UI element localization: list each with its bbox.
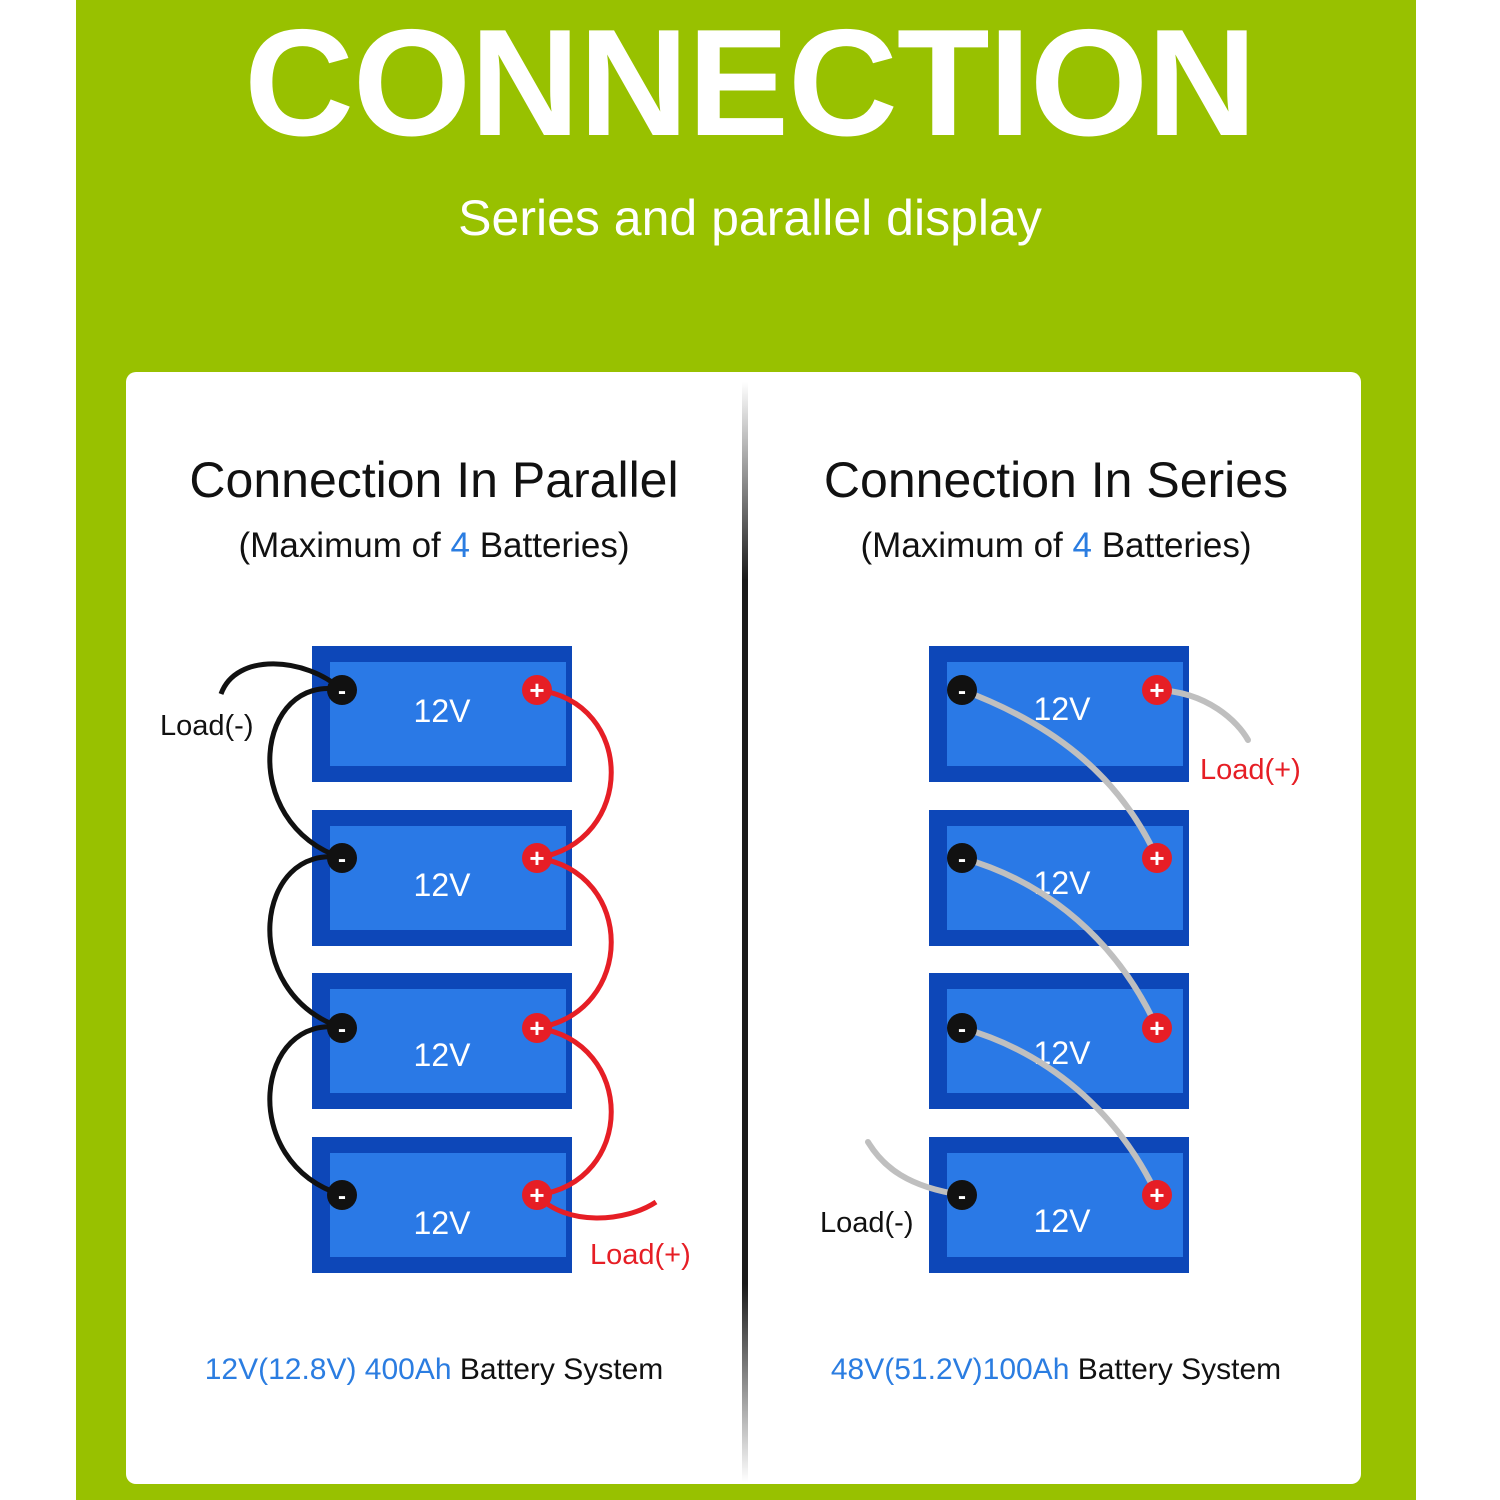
series-system-suffix: Battery System — [1069, 1353, 1282, 1386]
column-divider — [742, 382, 748, 1482]
parallel-system-spec: 12V(12.8V) 400Ah — [204, 1353, 452, 1386]
series-negative-terminal-4: - — [947, 1180, 977, 1210]
positive-symbol: + — [1149, 1013, 1164, 1043]
parallel-battery-count: 4 — [450, 526, 470, 565]
positive-symbol: + — [1149, 843, 1164, 873]
parallel-battery-1-label: 12V — [414, 693, 472, 729]
page-subtitle: Series and parallel display — [458, 190, 1042, 246]
parallel-battery-1: 12V — [312, 646, 572, 782]
series-subtitle: (Maximum of 4 Batteries) — [748, 524, 1361, 568]
series-negative-terminal-3: - — [947, 1013, 977, 1043]
series-diagram: 12V 12V 12V 12V — [820, 646, 1301, 1273]
series-load-negative-label: Load(-) — [820, 1207, 914, 1239]
parallel-battery-3-label: 12V — [414, 1037, 472, 1073]
parallel-battery-2: 12V — [312, 810, 572, 946]
positive-symbol: + — [529, 675, 544, 705]
parallel-column: Connection In Parallel (Maximum of 4 Bat… — [126, 372, 742, 1484]
series-battery-2: 12V — [929, 810, 1189, 946]
series-cables — [865, 687, 1251, 1198]
series-sub-prefix: (Maximum of — [860, 526, 1073, 565]
parallel-negative-terminal-2: - — [327, 843, 357, 873]
series-positive-terminal-1: + — [1142, 675, 1172, 705]
parallel-positive-terminal-4: + — [522, 1180, 552, 1210]
parallel-negative-terminal-4: - — [327, 1180, 357, 1210]
positive-symbol: + — [529, 843, 544, 873]
series-battery-1-label: 12V — [1034, 691, 1092, 727]
parallel-battery-2-label: 12V — [414, 867, 472, 903]
series-positive-terminal-3: + — [1142, 1013, 1172, 1043]
series-system-spec: 48V(51.2V)100Ah — [830, 1353, 1070, 1386]
positive-symbol: + — [1149, 675, 1164, 705]
series-title: Connection In Series — [823, 452, 1289, 508]
parallel-sub-prefix: (Maximum of — [238, 526, 451, 565]
negative-symbol: - — [958, 1016, 966, 1043]
parallel-negative-terminal-3: - — [327, 1013, 357, 1043]
series-positive-terminal-4: + — [1142, 1180, 1172, 1210]
series-negative-terminal-1: - — [947, 675, 977, 705]
parallel-load-negative-label: Load(-) — [160, 710, 254, 742]
parallel-positive-terminal-1: + — [522, 675, 552, 705]
parallel-battery-4-label: 12V — [414, 1205, 472, 1241]
connection-card: Connection In Parallel (Maximum of 4 Bat… — [126, 372, 1361, 1484]
parallel-sub-suffix: Batteries) — [469, 526, 630, 565]
negative-symbol: - — [958, 1183, 966, 1210]
negative-symbol: - — [338, 1016, 346, 1043]
negative-symbol: - — [338, 846, 346, 873]
parallel-footer: 12V(12.8V) 400Ah Battery System — [126, 1350, 742, 1390]
negative-symbol: - — [958, 846, 966, 873]
series-negative-terminal-2: - — [947, 843, 977, 873]
series-sub-suffix: Batteries) — [1091, 526, 1252, 565]
parallel-battery-3: 12V — [312, 973, 572, 1109]
page-title: CONNECTION — [244, 0, 1257, 168]
positive-symbol: + — [1149, 1180, 1164, 1210]
parallel-load-positive-label: Load(+) — [590, 1239, 691, 1271]
negative-symbol: - — [958, 678, 966, 705]
series-column: Connection In Series (Maximum of 4 Batte… — [748, 372, 1361, 1484]
series-battery-4-label: 12V — [1034, 1203, 1092, 1239]
parallel-negative-terminal-1: - — [327, 675, 357, 705]
parallel-negative-cables — [218, 661, 344, 1198]
parallel-diagram: 12V 12V 12V 12V — [160, 646, 691, 1273]
negative-symbol: - — [338, 678, 346, 705]
negative-symbol: - — [338, 1183, 346, 1210]
parallel-subtitle: (Maximum of 4 Batteries) — [126, 524, 742, 568]
parallel-system-suffix: Battery System — [451, 1353, 664, 1386]
series-load-positive-label: Load(+) — [1200, 754, 1301, 786]
parallel-positive-terminal-3: + — [522, 1013, 552, 1043]
positive-symbol: + — [529, 1180, 544, 1210]
series-battery-1: 12V — [929, 646, 1189, 782]
positive-symbol: + — [529, 1013, 544, 1043]
series-footer: 48V(51.2V)100Ah Battery System — [748, 1350, 1361, 1390]
series-battery-count: 4 — [1072, 526, 1092, 565]
parallel-positive-terminal-2: + — [522, 843, 552, 873]
series-positive-terminal-2: + — [1142, 843, 1172, 873]
parallel-title: Connection In Parallel — [189, 452, 679, 508]
